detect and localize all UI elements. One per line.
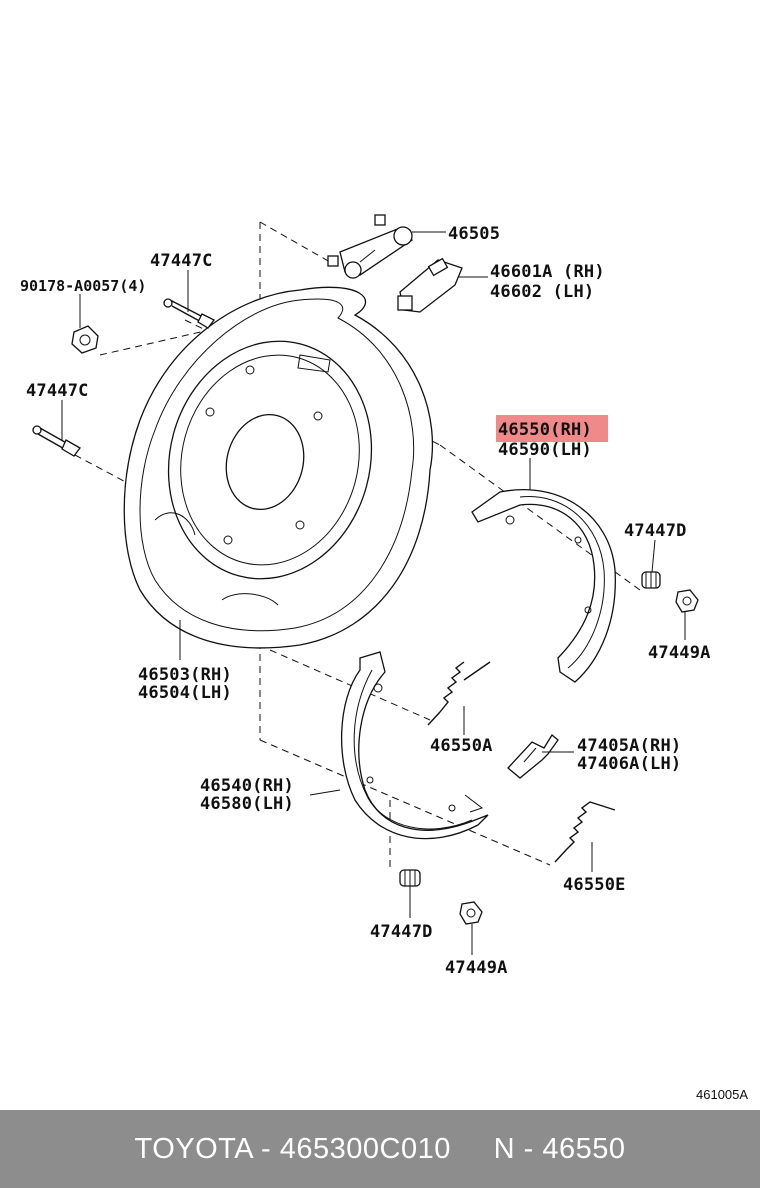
bolt-top xyxy=(163,298,215,329)
label-46504: 46504(LH) xyxy=(138,683,232,703)
pin-47447d-right xyxy=(641,571,661,589)
leader-lines xyxy=(61,231,686,955)
label-46590: 46590(LH) xyxy=(498,440,592,460)
label-46505: 46505 xyxy=(448,224,500,244)
label-47447c-left: 47447C xyxy=(26,381,89,401)
label-47449a-right: 47449A xyxy=(648,643,711,663)
selected-part-highlight xyxy=(496,415,608,442)
pin-47447d-bottom xyxy=(399,869,421,887)
label-47447d-bottom: 47447D xyxy=(370,922,433,942)
label-46601a: 46601A (RH) xyxy=(490,262,605,282)
retainer-47449a-bottom xyxy=(459,901,483,925)
parking-brake-strut xyxy=(397,257,463,313)
exploded-brake-diagram: 46505 46601A (RH) 46602 (LH) 47447C 9017… xyxy=(20,214,748,1102)
label-46550e: 46550E xyxy=(563,875,626,895)
label-46540: 46540(RH) xyxy=(200,776,294,796)
nut-90178 xyxy=(71,325,99,354)
part-labels: 46505 46601A (RH) 46602 (LH) 47447C 9017… xyxy=(20,224,748,1102)
label-47447c-top: 47447C xyxy=(150,251,213,271)
label-46503: 46503(RH) xyxy=(138,665,232,685)
label-47447d-right: 47447D xyxy=(624,521,687,541)
label-46550a: 46550A xyxy=(430,736,493,756)
label-46550: 46550(RH) xyxy=(498,420,592,440)
footer-part-info: TOYOTA - 465300C010 N - 46550 xyxy=(134,1132,626,1165)
footer-bar: TOYOTA - 465300C010 N - 46550 xyxy=(0,1110,760,1188)
adjuster-47405a xyxy=(507,734,559,779)
brake-shoe-lower xyxy=(341,651,489,840)
label-46602: 46602 (LH) xyxy=(490,282,594,302)
backing-plate xyxy=(123,286,434,649)
label-90178: 90178-A0057(4) xyxy=(20,277,146,295)
parking-brake-lever xyxy=(327,214,414,279)
label-47406a: 47406A(LH) xyxy=(577,754,681,774)
bolt-left xyxy=(32,425,81,457)
spring-46550a xyxy=(427,661,491,726)
label-47449a-bottom: 47449A xyxy=(445,958,508,978)
retainer-47449a-right xyxy=(675,589,699,613)
brake-shoe-rh xyxy=(471,489,616,683)
label-46580: 46580(LH) xyxy=(200,794,294,814)
label-47405a: 47405A(RH) xyxy=(577,736,681,756)
spring-46550e xyxy=(554,801,616,863)
diagram-code: 461005A xyxy=(696,1087,748,1102)
